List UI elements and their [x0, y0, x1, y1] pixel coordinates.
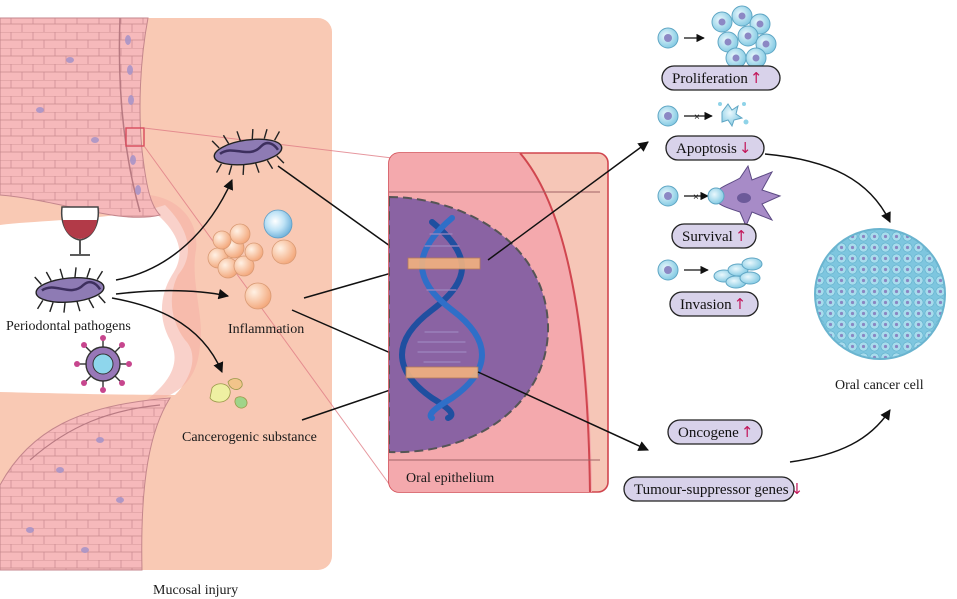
- upper-epithelium: [0, 17, 161, 218]
- up-arrow-icon: ↑: [735, 227, 748, 245]
- gene-band-top: [407, 257, 481, 270]
- down-arrow-icon: ↓: [791, 480, 804, 498]
- proliferation-icon: [657, 5, 777, 69]
- left-arrows: [111, 165, 405, 421]
- bacterium-icon: [211, 128, 285, 176]
- outcome-pill-survival: Survival↑: [671, 223, 757, 249]
- apoptosis-icon: ×: [657, 102, 749, 128]
- svg-text:×: ×: [694, 112, 700, 123]
- up-arrow-icon: ↑: [750, 69, 763, 87]
- pill-label: Apoptosis↓: [676, 139, 751, 157]
- box-arrows: [477, 141, 891, 463]
- oral-cancer-cell-cluster: Oral cancer cell: [814, 228, 946, 393]
- pill-label: Invasion↑: [680, 295, 746, 313]
- svg-text:×: ×: [693, 192, 699, 203]
- lower-epithelium: [0, 397, 171, 571]
- outcome-pill-proliferation: Proliferation↑: [661, 65, 781, 91]
- gene-band-bottom: [405, 366, 479, 379]
- inflammation-cells: [207, 209, 297, 310]
- cancerogenic-substance-label: Cancerogenic substance: [182, 430, 317, 445]
- virus-icon: [74, 335, 132, 393]
- pill-label: Tumour-suppressor genes↓: [634, 480, 803, 498]
- pill-label: Survival↑: [682, 227, 747, 245]
- periodontal-bacterium-icon: [34, 267, 106, 313]
- pill-label: Oncogene↑: [678, 423, 753, 441]
- oral-epithelium-box: Oral epithelium: [388, 152, 609, 493]
- oral-cancer-cell-label: Oral cancer cell: [835, 378, 924, 393]
- outcome-pill-invasion: Invasion↑: [669, 291, 759, 317]
- survival-icon: ×: [657, 164, 782, 228]
- inflammation-label: Inflammation: [228, 322, 304, 337]
- oral-epithelium-label: Oral epithelium: [406, 471, 494, 486]
- pill-label: Proliferation↑: [672, 69, 762, 87]
- down-arrow-icon: ↓: [739, 139, 752, 157]
- periodontal-pathogens-label: Periodontal pathogens: [6, 319, 131, 334]
- up-arrow-icon: ↑: [734, 295, 747, 313]
- invasion-icon: [657, 257, 763, 289]
- wine-glass-icon: [60, 206, 100, 256]
- outcome-pills: Proliferation↑ Apoptosis↓ Survival↑ Invasio…: [623, 65, 803, 502]
- up-arrow-icon: ↑: [741, 423, 754, 441]
- substance-particles: [209, 378, 248, 409]
- gene-pill-oncogene: Oncogene↑: [667, 419, 763, 445]
- mucosal-injury-label: Mucosal injury: [153, 583, 238, 598]
- outcome-pill-apoptosis: Apoptosis↓: [665, 135, 765, 161]
- gene-pill-tumour-suppressor-genes: Tumour-suppressor genes↓: [623, 476, 803, 502]
